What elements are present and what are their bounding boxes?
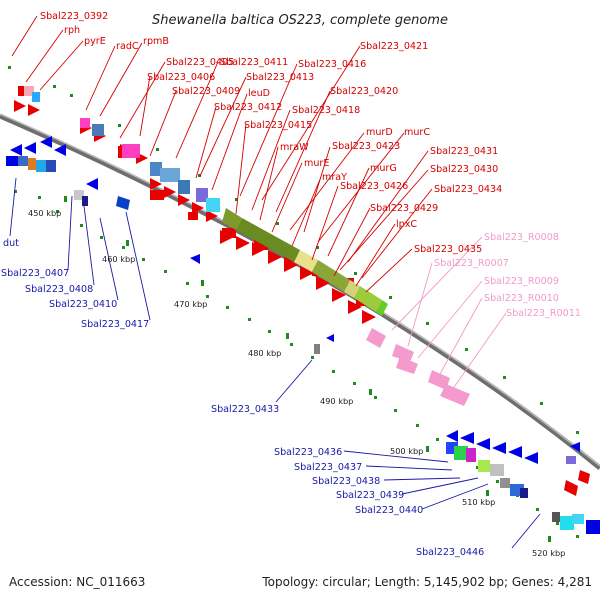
gene-label: murC: [404, 127, 430, 138]
gene-label: Sbal223_0439: [336, 490, 404, 501]
accession-text: Accession: NC_011663: [9, 575, 145, 589]
map-title: Shewanella baltica OS223, complete genom…: [152, 13, 448, 28]
gene-label: Sbal223_0412: [214, 102, 282, 113]
scale-label-480: 480 kbp: [248, 348, 281, 358]
rna-leaders: [391, 236, 507, 391]
gene-label: leuD: [248, 88, 270, 99]
scale-label-460: 460 kbp: [102, 254, 135, 264]
rna-gene-labels: Sbal223_R0008 Sbal223_R0007 Sbal223_R000…: [434, 232, 581, 319]
reverse-leaders: [9, 177, 541, 549]
rna-genes: [366, 328, 470, 406]
forward-gene-blocks: [24, 86, 220, 212]
rna-label: Sbal223_R0010: [484, 293, 559, 304]
gene-label: Sbal223_0433: [211, 404, 279, 415]
gene-label: murE: [304, 158, 329, 169]
scale-label-450: 450 kbp: [28, 208, 61, 218]
gene-label: Sbal223_0392: [40, 11, 108, 22]
gene-label: Sbal223_0416: [298, 59, 366, 70]
rna-label: Sbal223_R0008: [484, 232, 559, 243]
forward-gene-labels: Sbal223_0392 rph pyrE radC rpmB Sbal223_…: [40, 11, 502, 255]
scale-label-520: 520 kbp: [532, 548, 565, 558]
major-ticks: [64, 196, 551, 542]
gene-label: Sbal223_0446: [416, 547, 484, 558]
scale-label-510: 510 kbp: [462, 497, 495, 507]
gene-cluster-band: [222, 208, 388, 316]
gene-label: Sbal223_0405: [166, 57, 234, 68]
scale-labels: 450 kbp 460 kbp 470 kbp 480 kbp 490 kbp …: [28, 208, 565, 558]
gene-label: pyrE: [84, 36, 106, 47]
gene-label: rpmB: [143, 36, 169, 47]
scale-label-490: 490 kbp: [320, 396, 353, 406]
gene-label: Sbal223_0417: [81, 319, 149, 330]
gene-label: Sbal223_0435: [414, 244, 482, 255]
rna-label: Sbal223_R0011: [506, 308, 581, 319]
gene-label: mraY: [322, 172, 347, 183]
gene-label: Sbal223_0431: [430, 146, 498, 157]
gene-label: Sbal223_0411: [220, 57, 288, 68]
gene-label: Sbal223_0408: [25, 284, 93, 295]
gene-label: Sbal223_0418: [292, 105, 360, 116]
gene-label: Sbal223_0426: [340, 181, 408, 192]
gene-label: murD: [366, 127, 393, 138]
scale-ticks: [8, 66, 579, 538]
gene-label: rph: [64, 25, 80, 36]
gene-label: Sbal223_0420: [330, 86, 398, 97]
topology-text: Topology: circular; Length: 5,145,902 bp…: [261, 575, 592, 589]
gene-label: Sbal223_0423: [332, 141, 400, 152]
gene-label: Sbal223_0409: [172, 86, 240, 97]
gene-label: dut: [3, 238, 19, 249]
gene-label: radC: [116, 41, 139, 52]
gene-label: mraW: [280, 142, 309, 153]
gene-label: lpxC: [396, 219, 417, 230]
gene-label: Sbal223_0430: [430, 164, 498, 175]
forward-leaders: [11, 15, 433, 293]
gene-label: Sbal223_0438: [312, 476, 380, 487]
rna-label: Sbal223_R0007: [434, 258, 509, 269]
reverse-genes: [6, 136, 600, 534]
gene-label: Sbal223_0437: [294, 462, 362, 473]
gene-label: Sbal223_0413: [246, 72, 314, 83]
gene-label: Sbal223_0410: [49, 299, 117, 310]
gene-label: Sbal223_0434: [434, 184, 502, 195]
gene-label: Sbal223_0440: [355, 505, 423, 516]
gene-label: murG: [370, 163, 397, 174]
gene-label: Sbal223_0436: [274, 447, 342, 458]
gene-label: Sbal223_0406: [147, 72, 215, 83]
gene-label: Sbal223_0421: [360, 41, 428, 52]
gene-label: Sbal223_0429: [370, 203, 438, 214]
scale-label-500: 500 kbp: [390, 446, 423, 456]
rna-label: Sbal223_R0009: [484, 276, 559, 287]
scale-label-470: 470 kbp: [174, 299, 207, 309]
reverse-gene-labels: dut Sbal223_0407 Sbal223_0408 Sbal223_04…: [1, 238, 484, 558]
gene-label: Sbal223_0407: [1, 268, 69, 279]
gene-label: Sbal223_0415: [244, 120, 312, 131]
